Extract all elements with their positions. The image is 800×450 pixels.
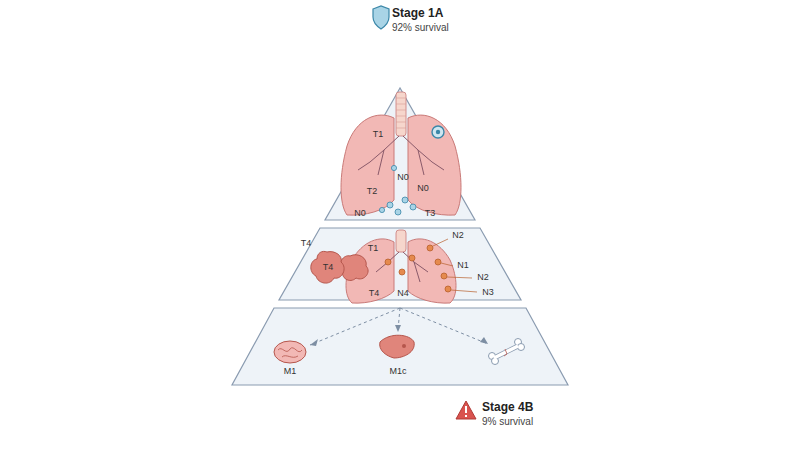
stage-code: M1c <box>389 367 406 377</box>
stage-code: T4 <box>369 289 380 299</box>
stage-heading: Stage 4B <box>482 401 533 414</box>
stage-code: N4 <box>397 289 409 299</box>
stage-code: T1 <box>373 130 384 140</box>
stage-code: N2 <box>452 231 464 241</box>
stage-code: T3 <box>425 209 436 219</box>
stage-code: T4 <box>323 263 334 273</box>
stage-code: N3 <box>482 288 494 298</box>
stage-code: N0 <box>417 184 429 194</box>
stage-code: N2 <box>477 273 489 283</box>
stage-code: N0 <box>397 173 409 183</box>
stage-code: N1 <box>457 261 469 271</box>
stage-code: N0 <box>354 209 366 219</box>
survival-rate: 9% survival <box>482 416 533 427</box>
stage-code: T4 <box>301 239 312 249</box>
stage-code: T2 <box>367 187 378 197</box>
stage-heading: Stage 1A <box>392 7 443 20</box>
stage-code: T1 <box>368 244 379 254</box>
survival-rate: 92% survival <box>392 22 449 33</box>
stage-code: M1 <box>284 367 297 377</box>
